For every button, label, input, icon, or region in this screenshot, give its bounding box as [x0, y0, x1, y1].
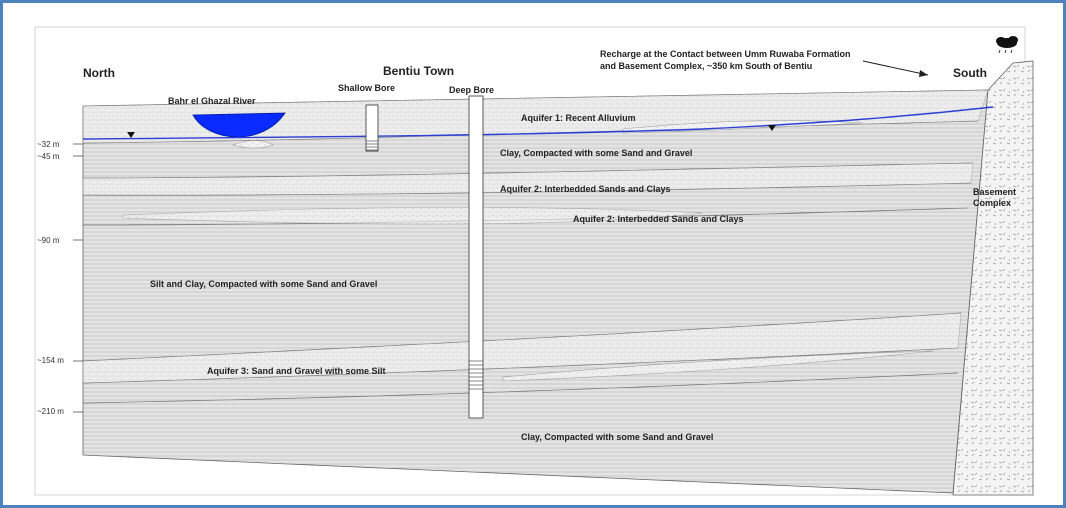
- basement-complex: [952, 60, 1034, 496]
- aquifer2a-label: Aquifer 2: Interbedded Sands and Clays: [500, 184, 671, 194]
- depth-label-210: ~210 m: [37, 407, 64, 416]
- clay-upper-label: Clay, Compacted with some Sand and Grave…: [500, 148, 692, 158]
- recharge-note-line2: and Basement Complex, ~350 km South of B…: [600, 61, 812, 71]
- depth-label-32: ~32 m: [37, 140, 60, 149]
- aquifer3-lens: [502, 350, 934, 382]
- rain-cloud-icon: [996, 36, 1018, 54]
- river-label: Bahr el Ghazal River: [168, 96, 256, 106]
- basement-label-line1: Basement: [973, 187, 1016, 197]
- recharge-arrow: [862, 60, 929, 76]
- shallow-bore-casing: [365, 104, 379, 152]
- recharge-arrowhead: [919, 70, 928, 77]
- aquifer2a-band: [82, 162, 974, 196]
- aquifer2b-label: Aquifer 2: Interbedded Sands and Clays: [573, 214, 744, 224]
- aquifer1-label: Aquifer 1: Recent Alluvium: [521, 113, 636, 123]
- recharge-note-line1: Recharge at the Contact between Umm Ruwa…: [600, 49, 851, 59]
- south-label: South: [953, 66, 987, 80]
- depth-label-154: ~154 m: [37, 356, 64, 365]
- town-label: Bentiu Town: [383, 64, 454, 78]
- aquifer3-band: [82, 312, 962, 384]
- shallow-bore-screen: [366, 140, 378, 151]
- north-label: North: [83, 66, 115, 80]
- depth-ticks: [73, 143, 83, 413]
- clay-lens: [232, 140, 274, 149]
- basement-label-line2: Complex: [973, 198, 1011, 208]
- deep-bore-screen: [469, 360, 483, 390]
- boundary-lower-clay-top: [82, 372, 959, 404]
- depth-label-45: ~45 m: [37, 152, 60, 161]
- hydrogeological-cross-section: North Bentiu Town Shallow Bore Deep Bore…: [34, 26, 1034, 496]
- deep-bore-label: Deep Bore: [449, 85, 494, 95]
- aquifer2b-lens: [122, 207, 704, 225]
- water-table-marker-south: [768, 125, 776, 131]
- shallow-bore-label: Shallow Bore: [338, 83, 395, 93]
- deep-bore-casing: [468, 95, 484, 419]
- aquifer3-label: Aquifer 3: Sand and Gravel with some Sil…: [207, 366, 386, 376]
- depth-label-90: ~90 m: [37, 236, 60, 245]
- water-table-marker-north: [127, 132, 135, 138]
- clay-lower-label: Clay, Compacted with some Sand and Grave…: [521, 432, 713, 442]
- aquifer-lenses: [82, 89, 989, 384]
- water-table-line: [82, 106, 994, 140]
- silt-clay-label: Silt and Clay, Compacted with some Sand …: [150, 279, 377, 289]
